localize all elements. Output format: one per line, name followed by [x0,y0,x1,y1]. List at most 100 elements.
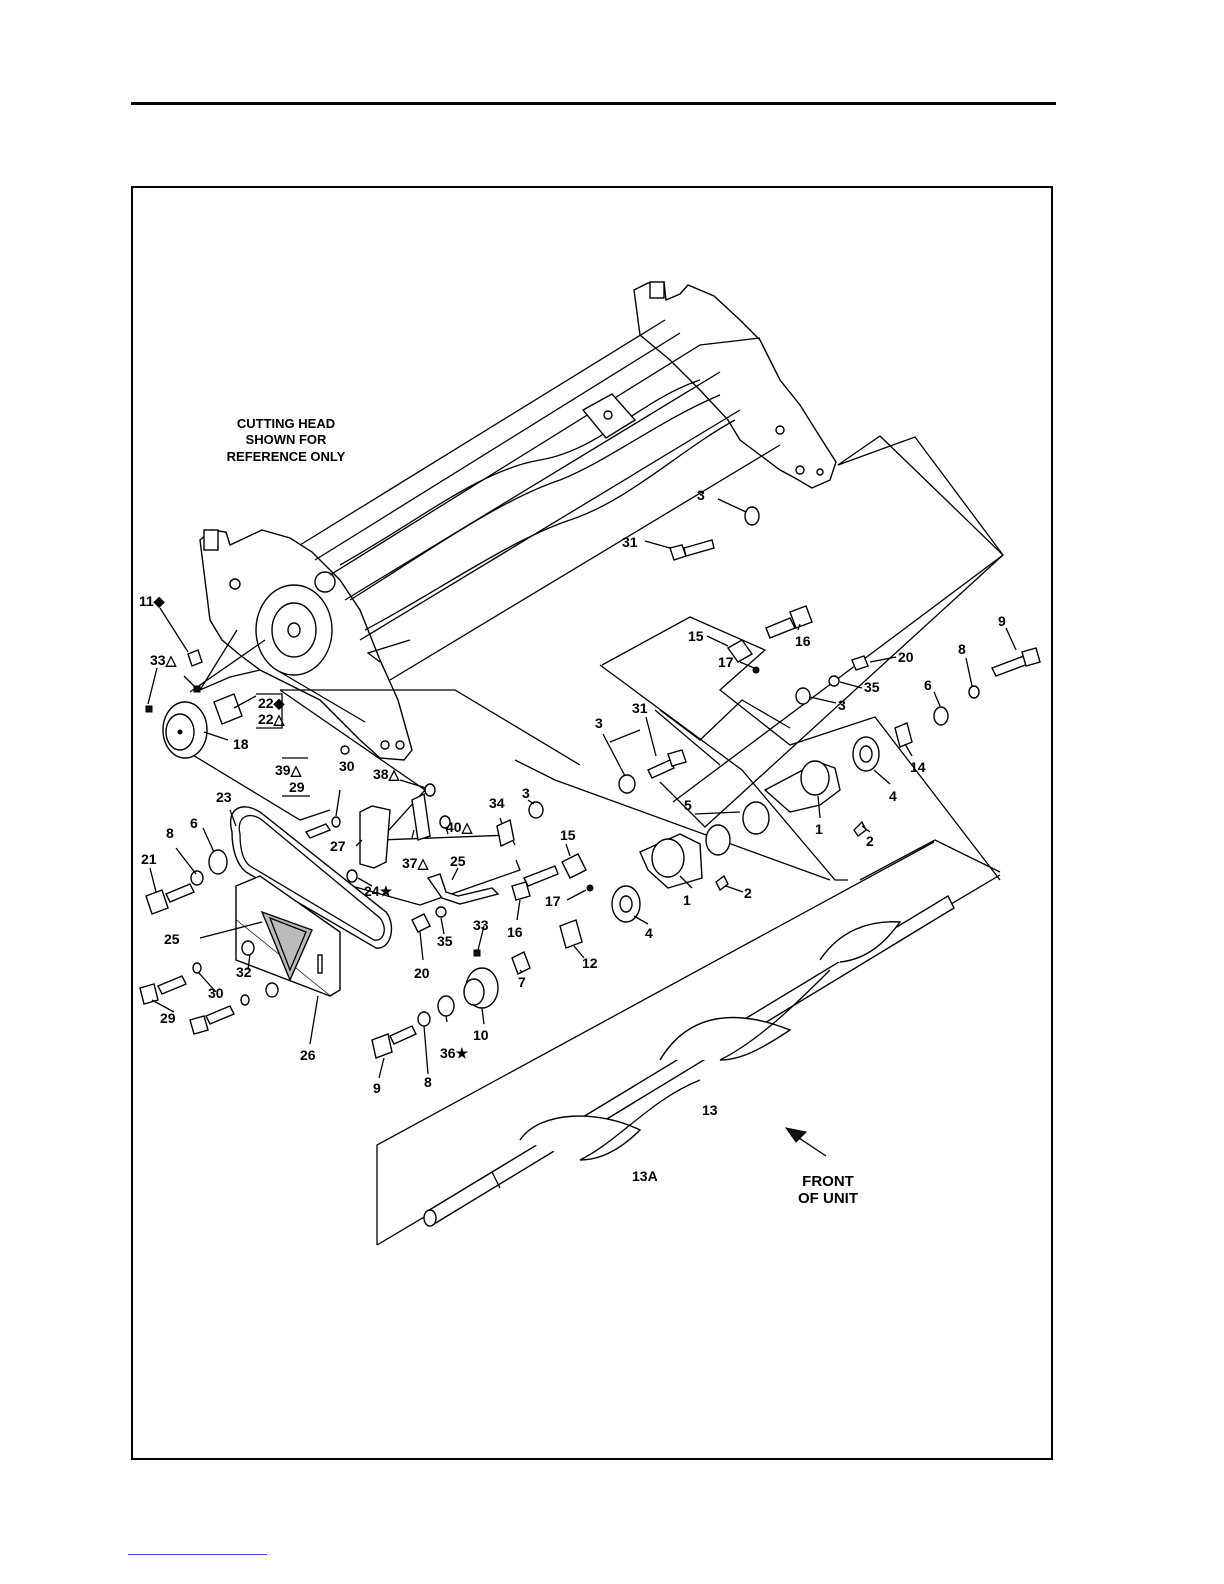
bolt-31-thread [684,540,714,556]
reel-shaft-end [288,623,300,637]
callout-23: 23 [216,789,232,805]
bolt-9-head [1022,648,1040,666]
callout-2b: 2 [744,885,752,901]
plate-hole [776,426,784,434]
reel-tube-low [360,410,740,640]
washer-6 [934,707,948,725]
callout-40: 40△ [446,819,474,835]
front-of-unit-note: FRONT OF UNIT [798,1173,858,1207]
note-line-3: REFERENCE ONLY [227,449,346,464]
washer-35 [829,676,839,686]
plate-hole [396,741,404,749]
bolt-29-lower-2 [206,1006,234,1024]
callout-32: 32 [236,964,252,980]
callout-8b: 8 [424,1074,432,1090]
callout-24: 24★ [364,883,393,899]
plate-hole [341,746,349,754]
bolt-21-head [146,890,168,914]
reel-blade [340,380,700,565]
bolt-9-head-lower [372,1034,392,1058]
callout-13: 13 [702,1102,718,1118]
callout-34: 34 [489,795,505,811]
bedknife-line [390,445,780,680]
callout-33b: 33 [473,917,489,933]
seal-5 [706,825,730,855]
pulley-18-bore [178,730,182,734]
callout-29b: 29 [160,1010,176,1026]
washer-8 [969,686,979,698]
bracket-27 [360,806,390,868]
callout-36: 36★ [440,1045,469,1061]
bolt-31-head-mid [668,750,686,766]
callout-17: 17 [718,654,734,670]
left-plate-tab [204,530,218,550]
callout-11: 11◆ [139,593,166,609]
spacer-34 [497,820,514,846]
callout-27: 27 [330,838,346,854]
callout-16: 16 [795,633,811,649]
callout-26: 26 [300,1047,316,1063]
washer-6-left [209,850,227,874]
callout-25b: 25 [450,853,466,869]
washer-3-lower [529,802,543,818]
bolt-16-head-lower [512,882,530,900]
callout-10: 10 [473,1027,489,1043]
callout-13a: 13A [632,1168,658,1184]
bolt-29-lower-2-head [190,1016,208,1034]
bushing-22 [214,694,242,724]
callout-3c: 3 [595,715,603,731]
nut-17-lower [587,885,593,891]
auger-flighting-13a-2 [660,1018,790,1060]
reference-note: CUTTING HEAD SHOWN FOR REFERENCE ONLY [227,416,346,464]
cutting-head-illustration [200,282,836,760]
washer-36 [438,996,454,1016]
plate-hole [381,741,389,749]
bolt-29-lower [158,976,186,994]
right-side-plate [634,282,836,488]
callout-8: 8 [958,641,966,657]
front-line-2: OF UNIT [798,1190,858,1207]
callout-37: 37△ [402,855,430,871]
bearing-4-lower-bore [620,896,632,912]
callout-1b: 1 [683,892,691,908]
note-line-2: SHOWN FOR [246,432,327,447]
setscrew-33-left [146,706,152,712]
plate-hole [230,579,240,589]
callout-6b: 6 [190,815,198,831]
reel-tube-mid [345,372,720,600]
cover-slot [318,955,322,973]
callout-4: 4 [889,788,897,804]
callout-5: 5 [684,797,692,813]
callout-35b: 35 [437,933,453,949]
bolt-21-thread [166,884,194,902]
note-line-1: CUTTING HEAD [237,416,335,431]
washer-30-upper [332,817,340,827]
callout-20: 20 [898,649,914,665]
front-line-1: FRONT [802,1173,854,1190]
callout-12: 12 [582,955,598,971]
key-11 [188,650,202,666]
bolt-9-thread [992,656,1028,676]
washer-35-lower [436,907,446,917]
nut-20-lower [412,914,430,932]
plate-hole [817,469,823,475]
pulley-10-hub [464,979,484,1005]
bearing-4-bore [860,746,872,762]
right-plate-tab [650,282,664,298]
spacer-15-lower [562,854,586,878]
reel-blade [350,395,720,600]
callout-39: 39△ [275,762,303,778]
callout-4b: 4 [645,925,653,941]
callout-9: 9 [998,613,1006,629]
callout-25: 25 [164,931,180,947]
callout-21: 21 [141,851,157,867]
callout-31b: 31 [632,700,648,716]
washer-30-lower [193,963,201,973]
callout-2: 2 [866,833,874,849]
idler-arm-1-boss [801,761,829,795]
spacer-38 [425,784,435,796]
bracket-25 [428,874,498,904]
callout-3: 3 [697,487,705,503]
bolt-29-upper [306,824,330,838]
callout-15b: 15 [560,827,576,843]
